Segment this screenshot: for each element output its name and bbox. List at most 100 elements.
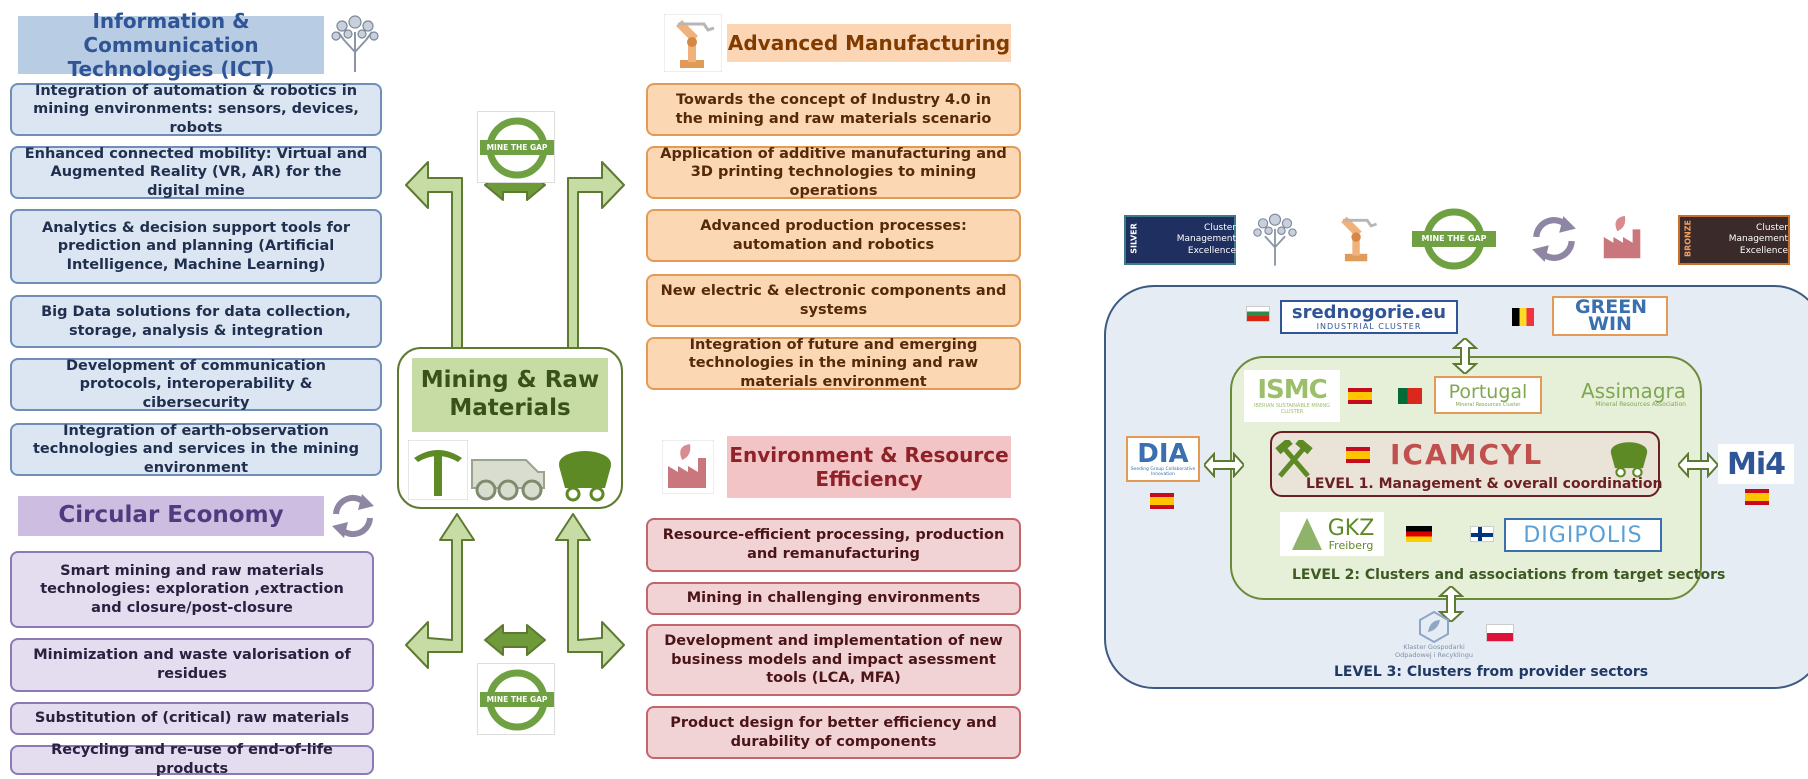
level3-label: LEVEL 3: Clusters from provider sectors [1334, 664, 1649, 680]
srednogorie-name: srednogorie.eu [1291, 301, 1447, 323]
silver-tag: SILVER [1129, 223, 1139, 254]
spain-flag-icamcyl [1346, 447, 1370, 463]
ict-item: Integration of automation & robotics in … [10, 83, 382, 136]
ict-item: Big Data solutions for data collection, … [10, 295, 382, 348]
hexagon-leaf-icon [1419, 611, 1449, 644]
finland-cross-h [1471, 533, 1493, 537]
portugal-sub: Mineral Resources Cluster [1455, 401, 1521, 408]
advanced-manufacturing-header: Advanced Manufacturing [727, 24, 1011, 62]
robot-arm-icon [664, 14, 722, 72]
ict-item: Development of communication protocols, … [10, 358, 382, 411]
bronze-tag: BRONZE [1683, 219, 1693, 258]
digipolis-logo: DIGIPOLIS [1504, 518, 1662, 552]
roundel-icon [480, 117, 554, 179]
assimagra-name: Assimagra [1581, 378, 1686, 403]
dia-logo: DIA Seeding Group Collaborative Innovati… [1126, 436, 1200, 482]
level1-panel [1270, 431, 1660, 497]
portugal-cluster-logo: Portugal Mineral Resources Cluster [1434, 376, 1542, 414]
am-item: New electric & electronic components and… [646, 274, 1021, 327]
poland-flag [1486, 624, 1514, 642]
gkz-triangle-icon [1291, 518, 1322, 550]
level1-label: LEVEL 1. Management & overall coordinati… [1306, 476, 1663, 492]
assimagra-logo: Assimagra Mineral Resources Association [1552, 376, 1686, 412]
double-arrow-horizontal-right [1678, 452, 1718, 478]
greenwin-name: GREEN WIN [1575, 295, 1648, 335]
double-arrow-horizontal-left [1204, 452, 1244, 478]
am-item: Application of additive manufacturing an… [646, 146, 1021, 199]
ict-item: Analytics & decision support tools for p… [10, 209, 382, 284]
mine-cart-icon [559, 451, 611, 502]
silver-cme-text: Cluster Management Excellence [1176, 223, 1236, 256]
spain-flag [1348, 388, 1372, 404]
mi4-logo: Mi4 [1718, 444, 1794, 484]
ce-item: Minimization and waste valorisation of r… [10, 638, 374, 692]
environment-header: Environment & Resource Efficiency [727, 436, 1011, 498]
klaster-logo: Klaster Gospodarki Odpadowej i Recykling… [1392, 606, 1476, 664]
circular-economy-header: Circular Economy [18, 496, 324, 536]
recycle-arrows-icon [1532, 216, 1576, 262]
ce-item: Substitution of (critical) raw materials [10, 702, 374, 735]
dia-name: DIA [1137, 439, 1189, 469]
germany-flag [1406, 526, 1432, 542]
mine-the-gap-badge-top: MINE THE GAP [477, 111, 555, 183]
spain-flag-dia [1150, 493, 1174, 509]
finland-flag [1470, 526, 1494, 542]
level2-label: LEVEL 2: Clusters and associations from … [1292, 567, 1726, 583]
er-item: Mining in challenging environments [646, 582, 1021, 615]
portugal-flag [1398, 388, 1422, 404]
center-title: Mining & Raw Materials [412, 358, 608, 432]
digital-tree-icon [1253, 213, 1297, 266]
mine-the-gap-badge-bottom: MINE THE GAP [477, 663, 555, 735]
icamcyl-logo: ICAMCYL [1390, 438, 1544, 471]
crossed-hammers-icon [1275, 440, 1313, 478]
gkz-name: GKZ Freiberg [1327, 515, 1375, 552]
robot-arm-icon [1341, 216, 1377, 262]
dia-sub: Seeding Group Collaborative Innovation [1130, 467, 1196, 477]
badge-text: MINE THE GAP [486, 695, 548, 704]
bronze-label: BRONZE Cluster Management Excellence [1678, 215, 1790, 265]
er-item: Product design for better efficiency and… [646, 706, 1021, 759]
srednogorie-sub: INDUSTRIAL CLUSTER [1316, 321, 1422, 331]
factory-leaf-icon [1603, 215, 1641, 259]
gkz-logo: GKZ Freiberg [1280, 512, 1384, 556]
assimagra-sub: Mineral Resources Association [1595, 400, 1686, 408]
mine-the-gap-badge-cluster: MINE THE GAP [1410, 207, 1498, 271]
double-arrow-vertical-top [1452, 338, 1478, 374]
am-item: Integration of future and emerging techn… [646, 337, 1021, 390]
roundel-icon [1412, 208, 1496, 270]
spain-flag-mi4 [1745, 489, 1769, 505]
ict-item: Enhanced connected mobility: Virtual and… [10, 146, 382, 199]
greenwin-logo: GREEN WIN [1552, 296, 1668, 336]
mi4-name: Mi4 [1726, 446, 1786, 482]
am-item: Advanced production processes: automatio… [646, 209, 1021, 262]
mining-truck-icon [471, 459, 545, 501]
ismc-logo: ISMC IBERIAN SUSTAINABLE MINING CLUSTER [1244, 370, 1340, 422]
badge-text: MINE THE GAP [1421, 234, 1487, 243]
badge-text: MINE THE GAP [486, 143, 548, 152]
digital-tree-icon [331, 15, 379, 72]
portugal-name: Portugal [1448, 380, 1528, 403]
ismc-sub: IBERIAN SUSTAINABLE MINING CLUSTER [1253, 403, 1331, 415]
ict-item: Integration of earth-observation technol… [10, 423, 382, 476]
klaster-name: Klaster Gospodarki Odpadowej i Recykling… [1395, 643, 1473, 659]
am-item: Towards the concept of Industry 4.0 in t… [646, 83, 1021, 136]
gkz-sub: Freiberg [1328, 538, 1374, 552]
mine-cart-icon [1610, 442, 1648, 478]
silver-label: SILVER Cluster Management Excellence [1124, 215, 1236, 265]
ismc-name: ISMC [1257, 375, 1327, 405]
center-arrows-diagram [405, 161, 625, 669]
recycle-arrows-icon [332, 494, 374, 538]
ce-item: Smart mining and raw materials technolog… [10, 551, 374, 628]
er-item: Resource-efficient processing, productio… [646, 518, 1021, 572]
roundel-icon [480, 669, 554, 731]
factory-leaf-icon [662, 440, 714, 494]
pickaxe-icon [408, 440, 468, 500]
ict-header: Information & Communication Technologies… [18, 9, 324, 81]
belgium-flag [1512, 308, 1534, 326]
finland-cross-v [1478, 527, 1482, 541]
srednogorie-logo: srednogorie.eu INDUSTRIAL CLUSTER [1280, 300, 1458, 334]
double-arrow-vertical-bottom [1438, 586, 1464, 622]
gkz-name-text: GKZ [1327, 515, 1375, 541]
digipolis-name: DIGIPOLIS [1523, 522, 1643, 548]
ce-item: Recycling and re-use of end-of-life prod… [10, 742, 374, 777]
